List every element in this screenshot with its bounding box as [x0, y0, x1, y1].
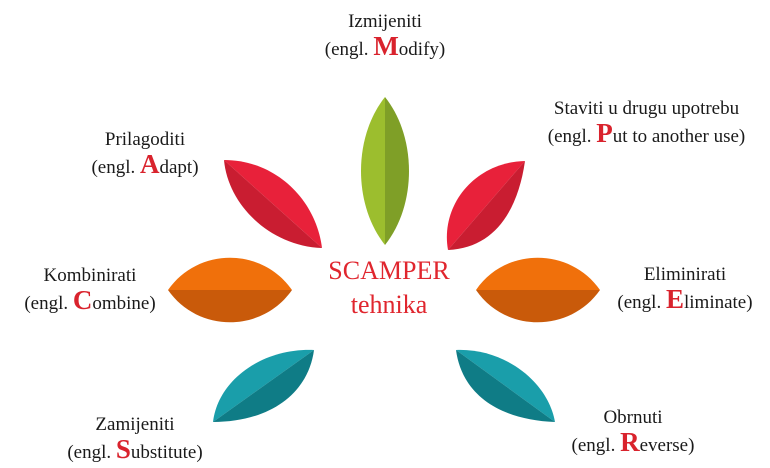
initial-s: S	[115, 434, 131, 464]
label-reverse-engl: (engl. Reverse)	[571, 427, 695, 457]
label-modify-engl: (engl. Modify)	[324, 31, 446, 61]
label-put-engl: (engl. Put to another use)	[547, 118, 746, 148]
label-put: Staviti u drugu upotrebu (engl. Put to a…	[525, 96, 768, 149]
petal-combine-upper	[168, 257, 292, 290]
petal-substitute-upper	[213, 349, 314, 422]
petal-put-lower	[448, 161, 525, 250]
petal-reverse-upper	[456, 349, 555, 422]
petal-combine-lower	[168, 290, 292, 323]
petal-reverse	[456, 349, 555, 422]
initial-a: A	[140, 149, 160, 179]
petal-eliminate-upper	[476, 257, 600, 290]
petal-eliminate-lower	[476, 290, 600, 323]
initial-p: P	[596, 118, 613, 148]
petal-substitute	[213, 349, 314, 422]
label-put-title: Staviti u drugu upotrebu	[553, 98, 740, 119]
petal-adapt-lower	[224, 160, 322, 248]
petal-modify-right	[385, 97, 409, 245]
petal-put	[446, 161, 525, 250]
label-combine-engl: (engl. Combine)	[24, 285, 156, 315]
center-title: SCAMPER tehnika	[314, 254, 464, 322]
petal-adapt	[224, 160, 322, 248]
label-substitute-engl: (engl. Substitute)	[67, 434, 203, 464]
label-reverse-title: Obrnuti	[603, 407, 663, 428]
label-substitute-title: Zamijeniti	[95, 414, 175, 435]
petal-put-upper	[446, 161, 525, 250]
label-modify: Izmijeniti (engl. Modify)	[312, 9, 458, 62]
label-combine-title: Kombinirati	[43, 265, 137, 286]
label-eliminate-title: Eliminirati	[643, 264, 727, 285]
petal-modify-left	[361, 97, 385, 245]
label-substitute: Zamijeniti (engl. Substitute)	[40, 412, 230, 465]
label-adapt: Prilagoditi (engl. Adapt)	[70, 127, 220, 180]
label-eliminate: Eliminirati (engl. Eliminate)	[604, 262, 766, 315]
petal-combine	[168, 257, 292, 323]
petal-reverse-lower	[456, 350, 555, 422]
petal-substitute-lower	[213, 350, 314, 422]
label-eliminate-engl: (engl. Eliminate)	[617, 284, 753, 314]
initial-m: M	[373, 31, 399, 61]
label-modify-title: Izmijeniti	[348, 11, 422, 32]
initial-r: R	[620, 427, 640, 457]
label-reverse: Obrnuti (engl. Reverse)	[558, 405, 708, 458]
label-combine: Kombinirati (engl. Combine)	[6, 263, 174, 316]
center-title-line2: tehnika	[350, 290, 428, 319]
label-adapt-engl: (engl. Adapt)	[91, 149, 199, 179]
petal-eliminate	[476, 257, 600, 323]
initial-e: E	[665, 284, 684, 314]
initial-c: C	[72, 285, 93, 315]
petal-modify	[361, 97, 409, 245]
center-title-line1: SCAMPER	[328, 256, 450, 285]
label-adapt-title: Prilagoditi	[104, 129, 186, 150]
